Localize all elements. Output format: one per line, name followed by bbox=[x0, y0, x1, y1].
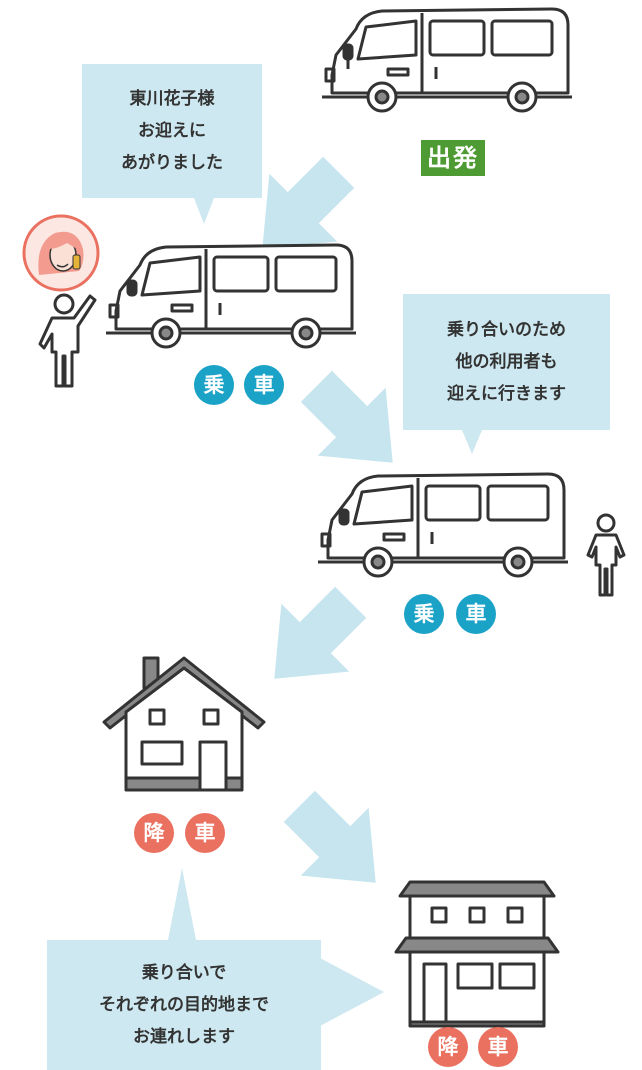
bubble-line: 他の利用者も bbox=[455, 352, 558, 372]
van-icon bbox=[106, 243, 356, 349]
building-icon bbox=[394, 880, 560, 1028]
bubble-line: それぞれの目的地まで bbox=[99, 995, 269, 1015]
dropoff-message-bubble: 乗り合いで それぞれの目的地まで お連れします bbox=[47, 940, 321, 1070]
board-badge: 乗 bbox=[404, 594, 444, 634]
bubble-line: 乗り合いのため bbox=[447, 320, 566, 340]
bubble-tail bbox=[194, 198, 214, 224]
alight-badge: 降 bbox=[428, 1027, 468, 1067]
board-badge: 車 bbox=[244, 365, 284, 405]
bubble-tail bbox=[168, 868, 196, 940]
operator-avatar-icon bbox=[22, 214, 100, 292]
house-icon bbox=[102, 656, 266, 792]
bubble-tail bbox=[462, 430, 482, 454]
alight-badge: 車 bbox=[185, 813, 225, 853]
bubble-line: 東川花子様 bbox=[129, 89, 215, 109]
bubble-tail bbox=[320, 958, 384, 1026]
board-badge: 乗 bbox=[194, 365, 234, 405]
bubble-line: 迎えに行きます bbox=[447, 384, 566, 404]
rideshare-message-bubble: 乗り合いのため 他の利用者も 迎えに行きます bbox=[403, 294, 610, 430]
standing-person-icon bbox=[586, 513, 626, 597]
pickup-message-bubble: 東川花子様 お迎えに あがりました bbox=[82, 64, 262, 198]
van-icon bbox=[318, 472, 568, 578]
board-badge: 車 bbox=[456, 594, 496, 634]
bubble-line: お迎えに bbox=[138, 121, 206, 141]
bubble-line: 乗り合いで bbox=[141, 963, 227, 983]
alight-badge: 車 bbox=[478, 1027, 518, 1067]
bubble-line: あがりました bbox=[121, 153, 223, 173]
waving-person-icon bbox=[38, 293, 97, 388]
bubble-line: お連れします bbox=[133, 1027, 235, 1047]
departure-label: 出発 bbox=[421, 140, 485, 176]
alight-badge: 降 bbox=[134, 813, 174, 853]
van-icon bbox=[322, 7, 572, 113]
